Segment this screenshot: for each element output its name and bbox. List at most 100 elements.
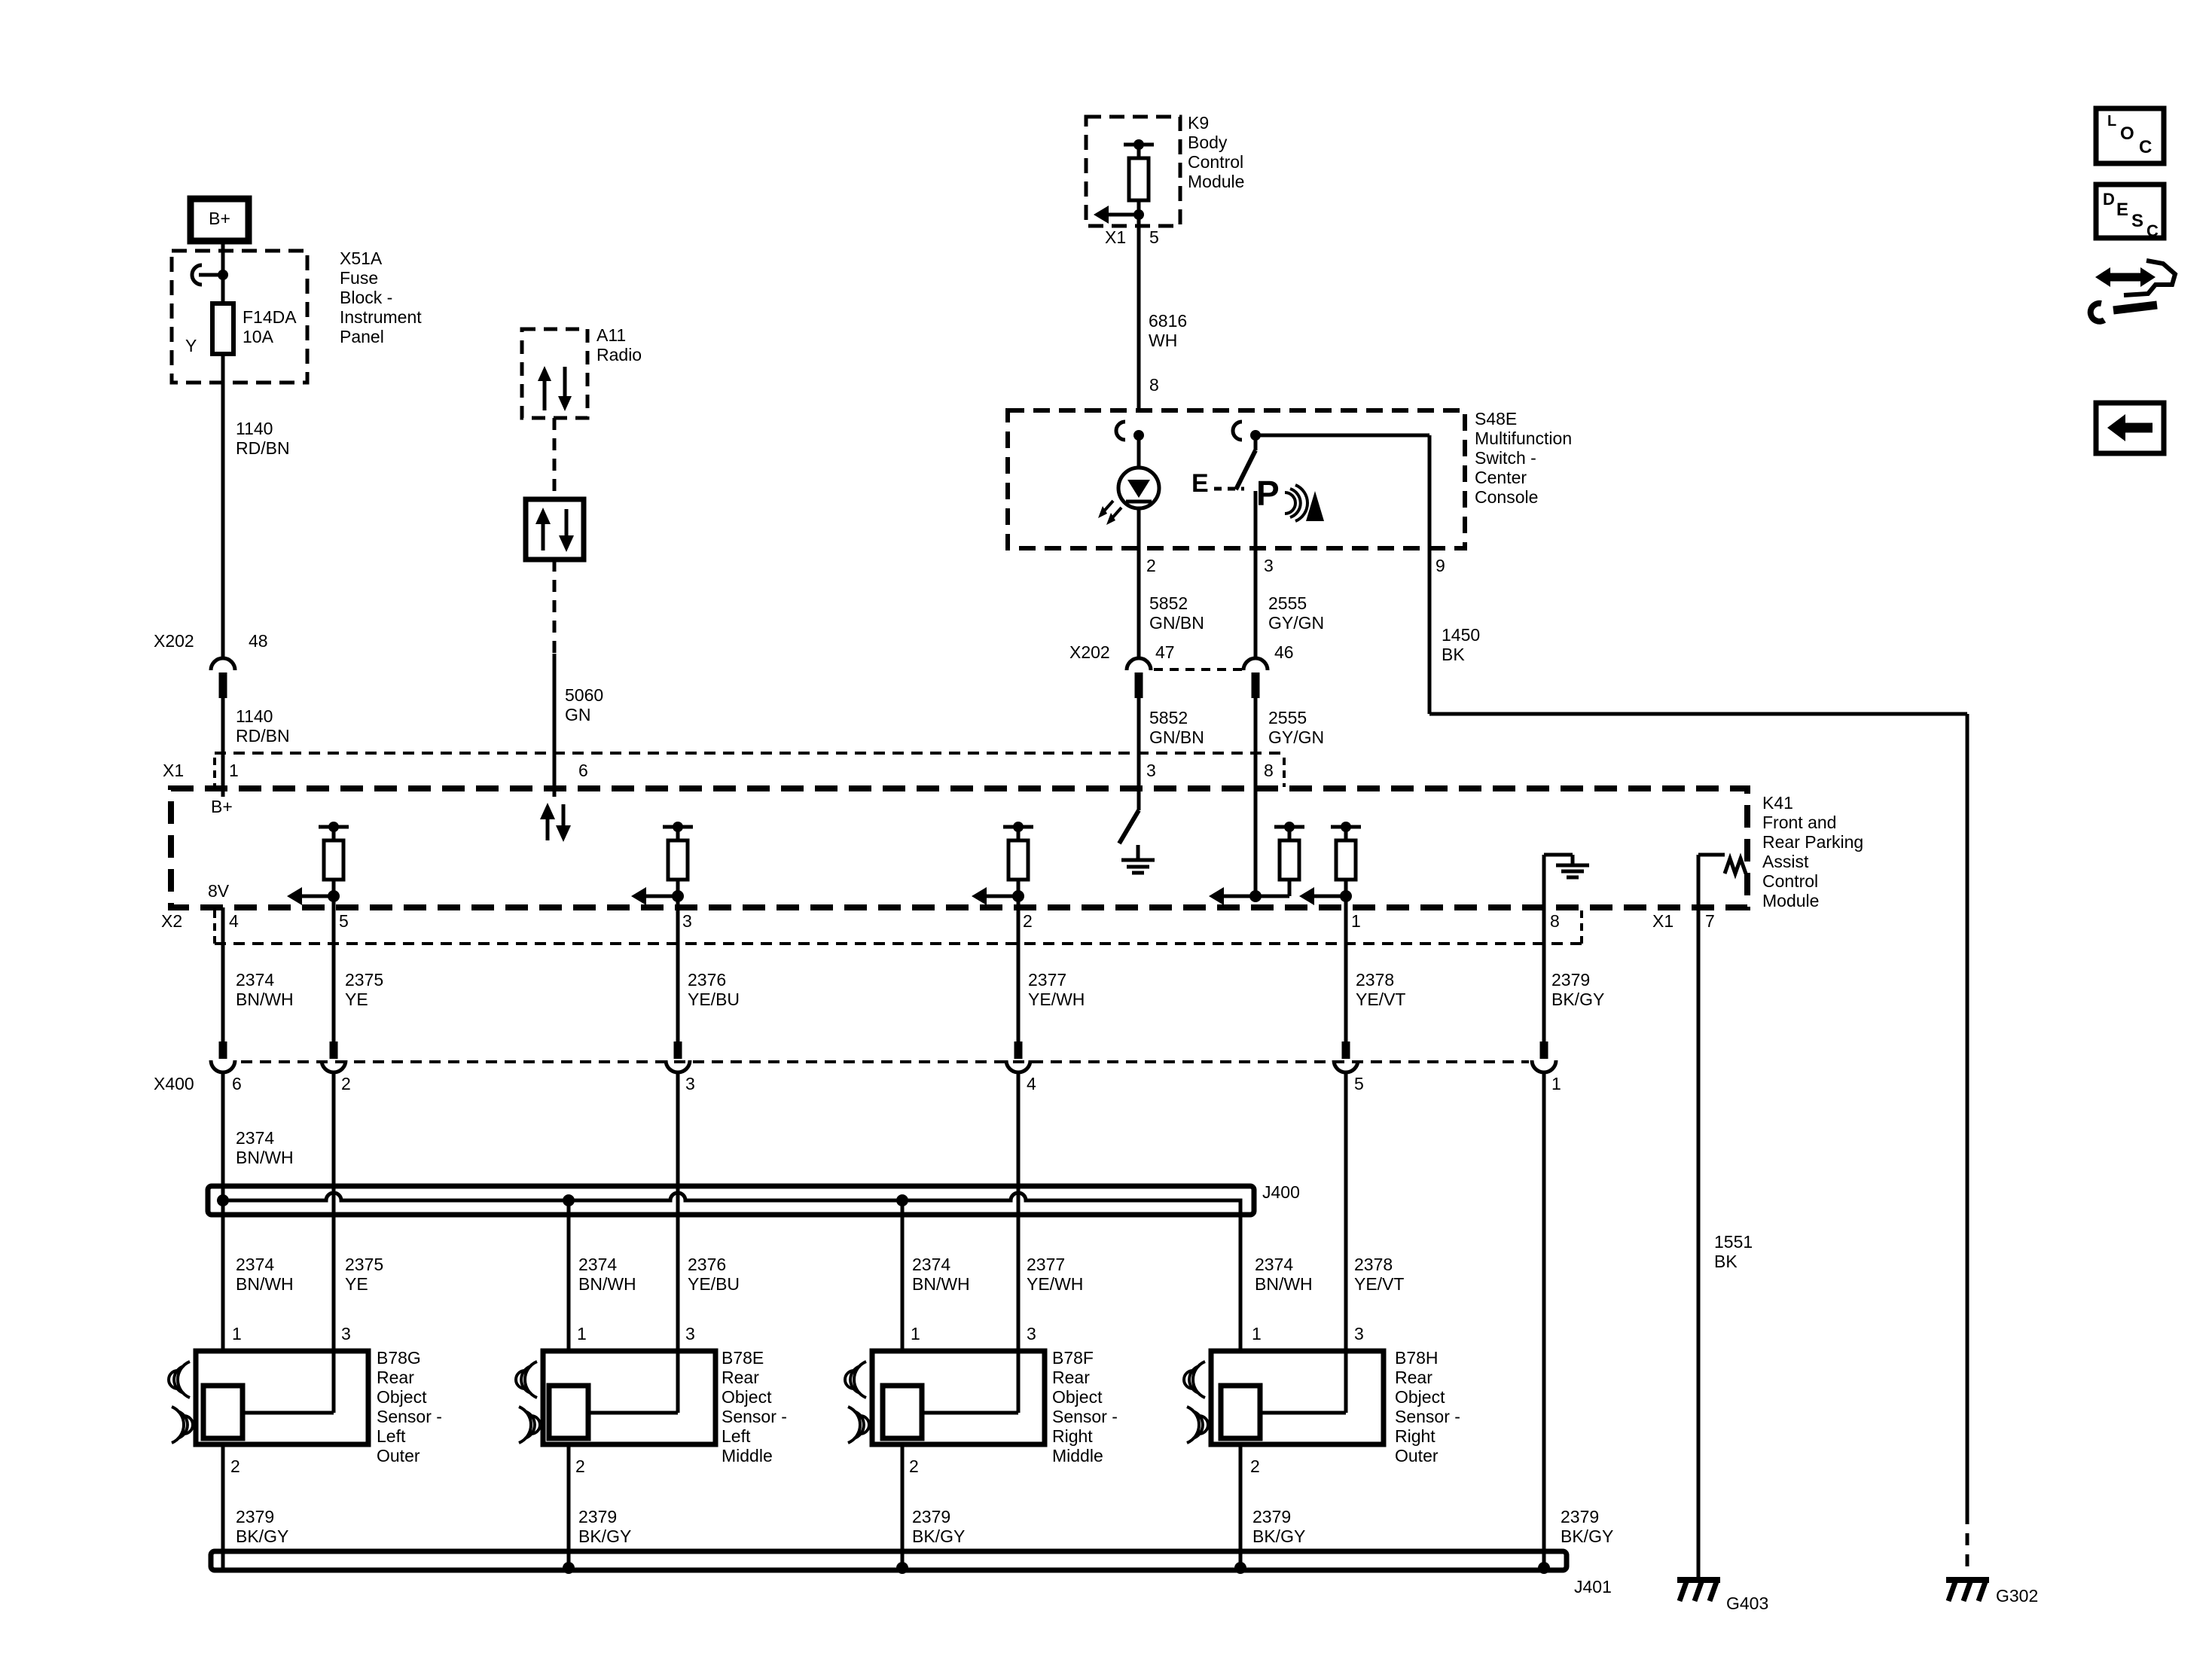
wire-2379-label: 2379 BK/GY bbox=[236, 1507, 289, 1546]
sensor-b78g bbox=[167, 1348, 371, 1569]
wire-2379-label: 2379 BK/GY bbox=[578, 1507, 632, 1546]
pin-2: 2 bbox=[1146, 556, 1156, 575]
wire-2376-label: 2376 YE/BU bbox=[688, 970, 740, 1009]
pin-2: 2 bbox=[1250, 1456, 1260, 1476]
sensor-b78h-id: B78H bbox=[1395, 1348, 1439, 1368]
up-arrow-icon bbox=[538, 366, 551, 381]
fuse-f14da-icon bbox=[210, 301, 236, 356]
wire-5852-label: 5852 GN/BN bbox=[1149, 708, 1204, 747]
down-arrow-icon bbox=[556, 825, 571, 842]
k41-input-5852 bbox=[1117, 788, 1155, 875]
k41-conn-x1: X1 bbox=[163, 761, 185, 780]
pin-6: 6 bbox=[578, 761, 588, 780]
pin-6: 6 bbox=[232, 1074, 242, 1093]
pin-3: 3 bbox=[682, 911, 692, 931]
switch-blade-icon bbox=[1234, 449, 1258, 491]
desc-letter[interactable]: C bbox=[2146, 221, 2159, 240]
up-arrow-icon bbox=[535, 508, 551, 524]
k41-bplus-label: B+ bbox=[211, 797, 233, 816]
g403-label: G403 bbox=[1726, 1593, 1769, 1613]
pin-1: 1 bbox=[577, 1324, 587, 1343]
loc-letter[interactable]: O bbox=[2120, 124, 2134, 144]
desc-button[interactable] bbox=[2093, 181, 2167, 241]
cavity-hook-icon bbox=[1114, 419, 1126, 442]
k41-conn-x1-right: X1 bbox=[1652, 911, 1674, 931]
bcm-name: Body Control Module bbox=[1188, 133, 1245, 191]
sensor-b78g-name: Rear Object Sensor - Left Outer bbox=[377, 1368, 442, 1465]
pin-5: 5 bbox=[1149, 227, 1159, 247]
pin-2: 2 bbox=[1023, 911, 1033, 931]
cavity-hook-icon bbox=[1231, 419, 1243, 442]
driver-icon bbox=[1127, 156, 1151, 203]
j401-bar bbox=[208, 1548, 1570, 1573]
wire-2378-label: 2378 YE/VT bbox=[1354, 1255, 1405, 1294]
pin-1: 1 bbox=[911, 1324, 920, 1343]
bcm-box bbox=[1084, 114, 1182, 228]
sensor-b78e-name: Rear Object Sensor - Left Middle bbox=[722, 1368, 787, 1465]
wire-2374-label: 2374 BN/WH bbox=[578, 1255, 636, 1294]
sensor-b78h-name: Rear Object Sensor - Right Outer bbox=[1395, 1368, 1460, 1465]
k41-id: K41 bbox=[1762, 793, 1793, 813]
sensor-box bbox=[193, 1348, 371, 1447]
fuse-id: F14DA bbox=[243, 307, 297, 327]
sensor-b78f-id: B78F bbox=[1052, 1348, 1094, 1368]
pin-8: 8 bbox=[1550, 911, 1560, 931]
park-assist-p-icon: P bbox=[1256, 474, 1280, 513]
back-button[interactable] bbox=[2093, 400, 2167, 456]
diagnostic-tools-icon[interactable] bbox=[2087, 258, 2178, 325]
radio-data-net bbox=[520, 327, 590, 842]
sensor-b78f-name: Rear Object Sensor - Right Middle bbox=[1052, 1368, 1118, 1465]
mfs-box bbox=[1005, 408, 1467, 550]
b-plus-terminal-box bbox=[187, 195, 252, 245]
pin-2: 2 bbox=[575, 1456, 585, 1476]
bcm-conn-x1: X1 bbox=[1105, 227, 1127, 247]
desc-letter[interactable]: E bbox=[2116, 200, 2129, 220]
j401-label: J401 bbox=[1574, 1577, 1612, 1597]
loc-letter[interactable]: L bbox=[2107, 113, 2117, 130]
x202-48-connector-icon bbox=[209, 656, 237, 671]
wire-2377-label: 2377 YE/WH bbox=[1028, 970, 1085, 1009]
x202-46-connector-icon bbox=[1241, 656, 1270, 671]
connector-x400-label: X400 bbox=[154, 1074, 194, 1093]
bcm-net bbox=[1084, 114, 1182, 410]
j400-splice-pack bbox=[205, 1183, 1257, 1351]
wire-2379-label: 2379 BK/GY bbox=[1551, 970, 1605, 1009]
k41-box bbox=[168, 785, 1750, 910]
g302-label: G302 bbox=[1996, 1586, 2039, 1606]
pin-48: 48 bbox=[249, 631, 268, 651]
loc-letter[interactable]: C bbox=[2139, 137, 2153, 157]
k41-8v-label: 8V bbox=[208, 881, 230, 901]
k41-driver bbox=[631, 822, 693, 907]
pin-9: 9 bbox=[1436, 556, 1445, 575]
pin-3: 3 bbox=[685, 1324, 695, 1343]
pin-4: 4 bbox=[1027, 1074, 1036, 1093]
desc-letter[interactable]: S bbox=[2131, 211, 2144, 231]
x400-connector-icons bbox=[209, 1041, 1558, 1075]
data-link-box bbox=[523, 496, 587, 563]
sensor-b78g-id: B78G bbox=[377, 1348, 421, 1368]
wire-2374-label: 2374 BN/WH bbox=[236, 970, 294, 1009]
wire-2374-label: 2374 BN/WH bbox=[236, 1255, 294, 1294]
sensor-box bbox=[540, 1348, 719, 1447]
sensor-box bbox=[869, 1348, 1048, 1447]
pin-3: 3 bbox=[685, 1074, 695, 1093]
pin-3: 3 bbox=[1146, 761, 1156, 780]
desc-letter[interactable]: D bbox=[2103, 190, 2115, 209]
wire-2376-label: 2376 YE/BU bbox=[688, 1255, 740, 1294]
radio-box bbox=[520, 327, 590, 420]
wire-2555-label: 2555 GY/GN bbox=[1268, 593, 1325, 633]
sensor-b78h bbox=[1182, 1348, 1387, 1569]
pin-5: 5 bbox=[339, 911, 349, 931]
pin-8: 8 bbox=[1264, 761, 1274, 780]
loc-button[interactable] bbox=[2093, 105, 2167, 166]
radio-name: Radio bbox=[596, 345, 642, 364]
left-arrow-icon bbox=[1094, 206, 1109, 224]
down-arrow-icon bbox=[559, 535, 574, 552]
sensor-b78e bbox=[514, 1348, 719, 1569]
pin-7: 7 bbox=[1705, 911, 1715, 931]
down-arrow-icon bbox=[558, 396, 572, 411]
sensor-box bbox=[1208, 1348, 1387, 1447]
pin-3: 3 bbox=[1264, 556, 1274, 575]
